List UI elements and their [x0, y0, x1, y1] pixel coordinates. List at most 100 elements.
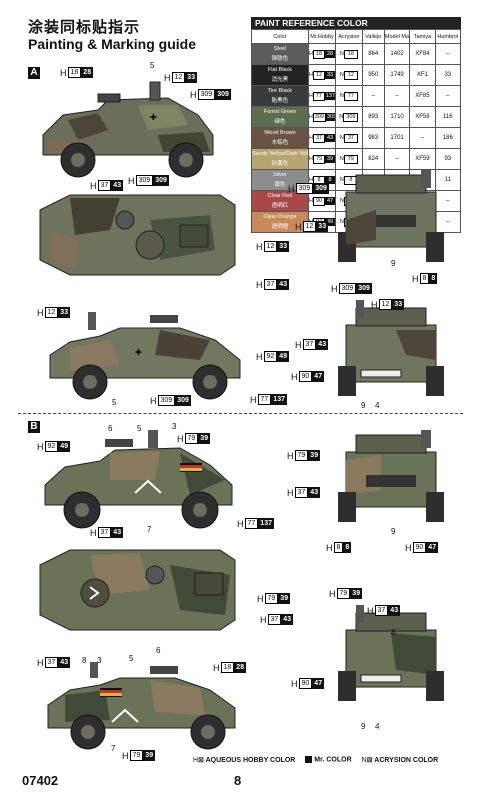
page-title-cn: 涂装同标贴指示	[28, 18, 141, 36]
vehicle-a-left-side: ✚	[42, 81, 214, 178]
paint-model-master: 1701	[383, 127, 411, 149]
legend-mr-color: Mr. COLOR	[305, 756, 352, 764]
callout-b-num-6b: 6	[156, 646, 161, 655]
paint-vallejo: 824	[361, 148, 385, 170]
paint-col-header: Vallejo	[361, 29, 385, 44]
paint-vallejo: 950	[361, 64, 385, 86]
vehicle-a-front-view	[338, 170, 444, 262]
paint-model-master: –	[383, 148, 411, 170]
section-divider	[18, 413, 463, 414]
callout-a-num-9: 9	[391, 259, 396, 268]
paint-model-master: 1749	[383, 64, 411, 86]
paint-tamiya: XF58	[409, 106, 436, 128]
paint-vallejo: 983	[361, 127, 385, 149]
vehicle-a-right-side: ✚	[49, 312, 241, 400]
paint-col-header: Color	[251, 29, 309, 44]
paint-col-header: Mr.Hobby	[307, 29, 337, 44]
paint-tamiya: XF59	[409, 148, 436, 170]
paint-col-header: Tamiya	[409, 29, 436, 44]
paint-row: Sandy Yellow/Dark Yellow砂黄色H7939N79824–X…	[251, 148, 462, 170]
color-code-legend: H⊠ AQUEOUS HOBBY COLOR Mr. COLOR N⊠ ACRY…	[193, 756, 438, 764]
callout-b-num-8b: 8	[82, 656, 87, 665]
callout-a-num-4: 4	[375, 401, 380, 410]
callout-b-num-5b: 5	[129, 654, 134, 663]
paint-humbrol: 116	[434, 106, 462, 128]
paint-vallejo: –	[361, 85, 385, 107]
paint-table-title: PAINT REFERENCE COLOR	[251, 17, 461, 29]
callout-a-num-5: 5	[150, 61, 155, 70]
vehicle-a-top-view	[39, 194, 236, 276]
callout-b-num-9: 9	[391, 527, 396, 536]
section-b-badge: B	[28, 421, 40, 433]
paint-model-master: 1402	[383, 43, 411, 65]
paint-model-master: 1710	[383, 106, 411, 128]
callout-b-num-7b: 7	[111, 744, 116, 753]
callout-a-num-5b: 5	[112, 398, 117, 407]
paint-tamiya: XF1	[409, 64, 436, 86]
legend-aqueous: H⊠ AQUEOUS HOBBY COLOR	[193, 757, 296, 764]
vehicle-b-rear-view	[338, 605, 444, 701]
paint-col-header: Humbrol	[434, 29, 462, 44]
paint-vallejo: 864	[361, 43, 385, 65]
paint-model-master: –	[383, 85, 411, 107]
paint-tamiya: XF84	[409, 43, 436, 65]
paint-col-header: Model Master	[383, 29, 411, 44]
vehicle-b-right-side	[47, 662, 236, 750]
vehicle-b-top-view	[39, 549, 236, 631]
paint-color-name: Sandy Yellow/Dark Yellow砂黄色	[251, 148, 309, 170]
callout-a-num-9b: 9	[361, 401, 366, 410]
callout-b-num-6: 6	[108, 424, 113, 433]
legend-acrysion: N⊠ ACRYSION COLOR	[361, 757, 439, 764]
callout-b-num-4: 4	[375, 722, 380, 731]
callout-b-num-7: 7	[147, 525, 152, 534]
callout-b-num-5: 5	[137, 424, 142, 433]
paint-tamiya: XF85	[409, 85, 436, 107]
product-code: 07402	[22, 773, 59, 788]
callout-b-num-8: 8	[391, 628, 396, 637]
section-a-badge: A	[28, 67, 40, 79]
vehicle-a-rear-view	[338, 300, 444, 396]
